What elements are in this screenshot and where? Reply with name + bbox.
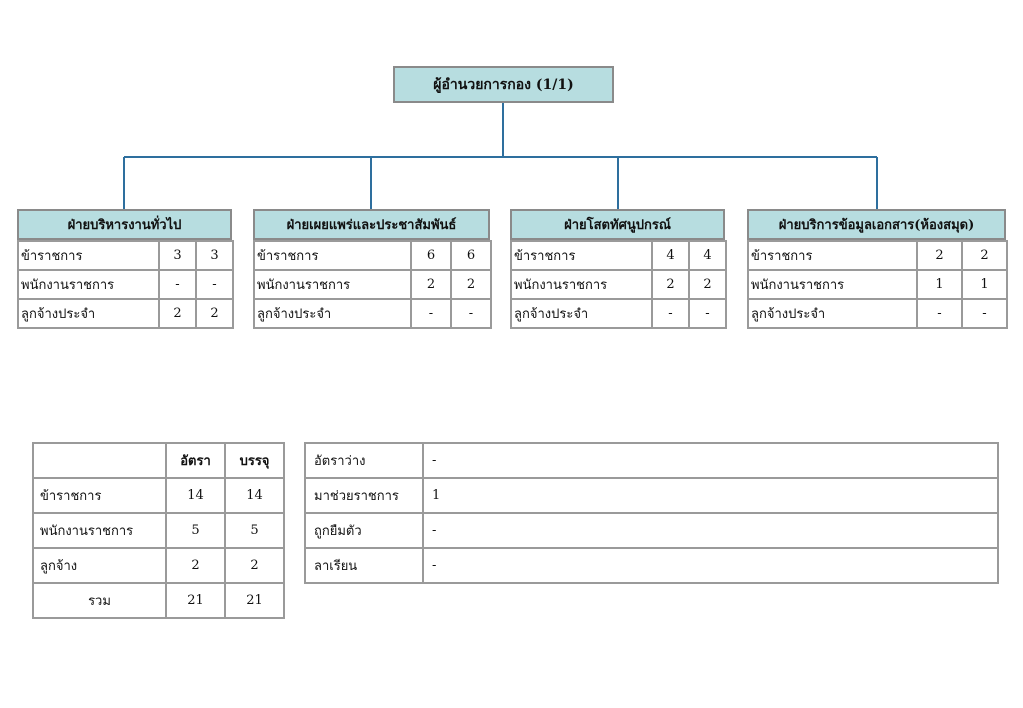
table-row: ลูกจ้างประจำ 2 2 <box>17 298 234 329</box>
filled-cell: 2 <box>961 240 1008 271</box>
filled-cell: 2 <box>688 269 727 300</box>
unit-staff-table: ข้าราชการ 4 4 พนักงานราชการ 2 2 ลูกจ้างป… <box>510 240 727 329</box>
table-row: พนักงานราชการ 2 2 <box>510 269 727 300</box>
unit-title: ฝ่ายบริการข้อมูลเอกสาร(ห้องสมุด) <box>747 209 1006 240</box>
table-row: พนักงานราชการ 2 2 <box>253 269 492 300</box>
rate-cell: 1 <box>916 269 963 300</box>
rate-cell: 3 <box>158 240 197 271</box>
filled-cell: 14 <box>224 477 285 514</box>
summary-table: อัตรา บรรจุ ข้าราชการ 14 14 พนักงานราชกา… <box>32 442 285 619</box>
status-value: - <box>422 442 999 479</box>
filled-cell: 3 <box>195 240 234 271</box>
table-row: พนักงานราชการ 5 5 <box>32 512 285 549</box>
rate-cell: 2 <box>165 547 226 584</box>
table-row: ลูกจ้างประจำ - - <box>747 298 1008 329</box>
table-row: อัตราว่าง - <box>304 442 999 479</box>
filled-cell: 2 <box>450 269 492 300</box>
unit-staff-table: ข้าราชการ 6 6 พนักงานราชการ 2 2 ลูกจ้างป… <box>253 240 492 329</box>
row-label: พนักงานราชการ <box>253 269 412 300</box>
table-row: ถูกยืมตัว - <box>304 512 999 549</box>
header-filled: บรรจุ <box>224 442 285 479</box>
table-header-row: อัตรา บรรจุ <box>32 442 285 479</box>
filled-cell: 2 <box>195 298 234 329</box>
rate-cell: - <box>410 298 452 329</box>
total-filled: 21 <box>224 582 285 619</box>
table-row: ลูกจ้างประจำ - - <box>253 298 492 329</box>
staff-status: อัตราว่าง - มาช่วยราชการ 1 ถูกยืมตัว - ล… <box>304 442 999 584</box>
rate-cell: 14 <box>165 477 226 514</box>
total-label: รวม <box>32 582 167 619</box>
rate-cell: - <box>651 298 690 329</box>
table-row: มาช่วยราชการ 1 <box>304 477 999 514</box>
rate-cell: 5 <box>165 512 226 549</box>
unit-general-admin: ฝ่ายบริหารงานทั่วไป ข้าราชการ 3 3 พนักงา… <box>17 209 234 329</box>
rate-cell: - <box>158 269 197 300</box>
row-label: ลูกจ้างประจำ <box>747 298 918 329</box>
row-label: ข้าราชการ <box>17 240 160 271</box>
table-row: พนักงานราชการ 1 1 <box>747 269 1008 300</box>
rate-cell: 2 <box>651 269 690 300</box>
unit-public-relations: ฝ่ายเผยแพร่และประชาสัมพันธ์ ข้าราชการ 6 … <box>253 209 492 329</box>
unit-staff-table: ข้าราชการ 2 2 พนักงานราชการ 1 1 ลูกจ้างป… <box>747 240 1008 329</box>
table-row: ลูกจ้าง 2 2 <box>32 547 285 584</box>
status-label: มาช่วยราชการ <box>304 477 424 514</box>
row-label: ลูกจ้างประจำ <box>253 298 412 329</box>
row-label: ลูกจ้างประจำ <box>510 298 653 329</box>
status-label: อัตราว่าง <box>304 442 424 479</box>
rate-cell: 4 <box>651 240 690 271</box>
row-label: พนักงานราชการ <box>747 269 918 300</box>
rate-cell: - <box>916 298 963 329</box>
filled-cell: - <box>195 269 234 300</box>
table-row: ข้าราชการ 2 2 <box>747 240 1008 271</box>
row-label: ข้าราชการ <box>253 240 412 271</box>
row-label: ลูกจ้างประจำ <box>17 298 160 329</box>
unit-title: ฝ่ายโสตทัศนูปกรณ์ <box>510 209 725 240</box>
unit-library-services: ฝ่ายบริการข้อมูลเอกสาร(ห้องสมุด) ข้าราชก… <box>747 209 1008 329</box>
table-row: ข้าราชการ 6 6 <box>253 240 492 271</box>
rate-cell: 2 <box>158 298 197 329</box>
table-row: ข้าราชการ 14 14 <box>32 477 285 514</box>
table-row: ข้าราชการ 4 4 <box>510 240 727 271</box>
filled-cell: 4 <box>688 240 727 271</box>
filled-cell: 1 <box>961 269 1008 300</box>
status-label: ถูกยืมตัว <box>304 512 424 549</box>
rate-cell: 2 <box>410 269 452 300</box>
header-rate: อัตรา <box>165 442 226 479</box>
status-value: 1 <box>422 477 999 514</box>
unit-staff-table: ข้าราชการ 3 3 พนักงานราชการ - - ลูกจ้างป… <box>17 240 234 329</box>
row-label: พนักงานราชการ <box>32 512 167 549</box>
director-box: ผู้อำนวยการกอง (1/1) <box>393 66 614 103</box>
filled-cell: - <box>450 298 492 329</box>
header-blank <box>32 442 167 479</box>
rate-cell: 2 <box>916 240 963 271</box>
row-label: พนักงานราชการ <box>510 269 653 300</box>
row-label: ข้าราชการ <box>32 477 167 514</box>
total-row: รวม 21 21 <box>32 582 285 619</box>
status-table: อัตราว่าง - มาช่วยราชการ 1 ถูกยืมตัว - ล… <box>304 442 999 584</box>
row-label: พนักงานราชการ <box>17 269 160 300</box>
filled-cell: 5 <box>224 512 285 549</box>
unit-title: ฝ่ายเผยแพร่และประชาสัมพันธ์ <box>253 209 490 240</box>
unit-audio-visual: ฝ่ายโสตทัศนูปกรณ์ ข้าราชการ 4 4 พนักงานร… <box>510 209 727 329</box>
unit-title: ฝ่ายบริหารงานทั่วไป <box>17 209 232 240</box>
table-row: ข้าราชการ 3 3 <box>17 240 234 271</box>
total-rate: 21 <box>165 582 226 619</box>
row-label: ข้าราชการ <box>510 240 653 271</box>
table-row: พนักงานราชการ - - <box>17 269 234 300</box>
status-label: ลาเรียน <box>304 547 424 584</box>
row-label: ข้าราชการ <box>747 240 918 271</box>
rate-cell: 6 <box>410 240 452 271</box>
filled-cell: - <box>961 298 1008 329</box>
table-row: ลาเรียน - <box>304 547 999 584</box>
filled-cell: - <box>688 298 727 329</box>
status-value: - <box>422 547 999 584</box>
staff-summary: อัตรา บรรจุ ข้าราชการ 14 14 พนักงานราชกา… <box>32 442 285 619</box>
status-value: - <box>422 512 999 549</box>
row-label: ลูกจ้าง <box>32 547 167 584</box>
filled-cell: 2 <box>224 547 285 584</box>
filled-cell: 6 <box>450 240 492 271</box>
table-row: ลูกจ้างประจำ - - <box>510 298 727 329</box>
